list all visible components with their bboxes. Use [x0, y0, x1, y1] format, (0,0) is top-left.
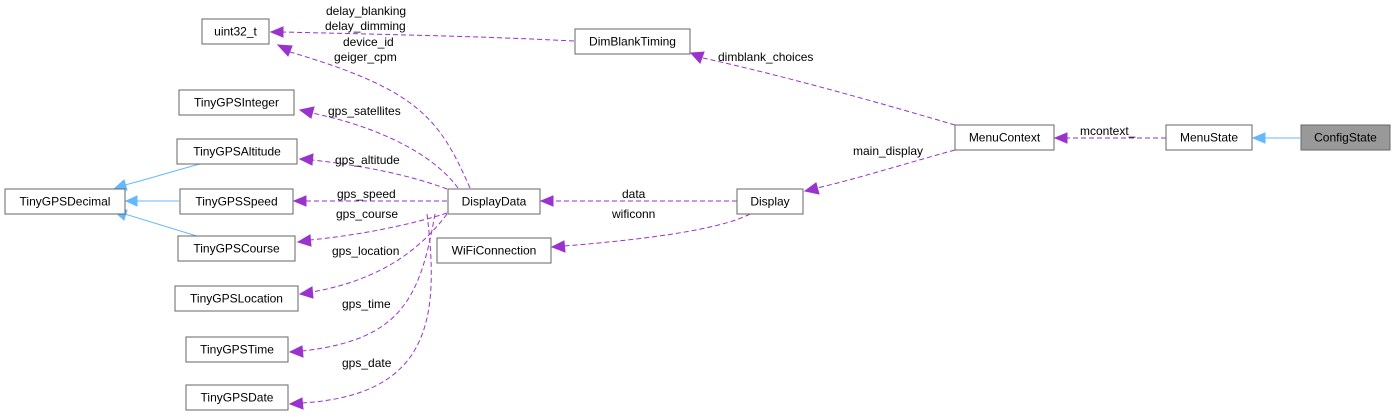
- arrowhead: [292, 195, 307, 207]
- edge-label-mcontext: mcontext_: [1080, 124, 1136, 138]
- edge-altitude-decimal: [124, 163, 201, 186]
- node-tinygpsdecimal[interactable]: TinyGPSDecimal: [4, 188, 126, 215]
- node-menustate[interactable]: MenuState: [1165, 124, 1253, 151]
- arrowhead: [124, 195, 138, 207]
- arrowhead: [296, 234, 312, 247]
- arrowhead: [539, 195, 554, 207]
- arrowhead: [1053, 132, 1068, 144]
- edge-label-gps-satellites: gps_satellites: [328, 104, 401, 118]
- node-label: TinyGPSDate: [201, 391, 274, 405]
- edge-label-delay-dimming: delay_dimming: [325, 19, 406, 33]
- node-label: TinyGPSLocation: [190, 292, 283, 306]
- edge-displaydata-tinygpsaltitude: [311, 159, 448, 190]
- edge-displaydata-tinygpstime: [301, 213, 436, 352]
- edge-label-gps-speed: gps_speed: [337, 187, 396, 201]
- node-label: TinyGPSInteger: [194, 96, 279, 110]
- node-tinygpsdate[interactable]: TinyGPSDate: [185, 384, 289, 411]
- edge-label-device-id: device_id: [343, 35, 394, 49]
- arrowhead: [550, 240, 566, 253]
- edge-display-wificonnection: [563, 213, 751, 247]
- node-label: MenuState: [1180, 131, 1238, 145]
- node-displaydata[interactable]: DisplayData: [447, 188, 541, 215]
- edge-label-gps-location: gps_location: [332, 244, 399, 258]
- node-label: TinyGPSAltitude: [193, 145, 281, 159]
- node-tinygpslocation[interactable]: TinyGPSLocation: [174, 285, 299, 312]
- arrowhead: [288, 397, 304, 410]
- edge-label-gps-time: gps_time: [342, 297, 391, 311]
- node-dimblanktiming[interactable]: DimBlankTiming: [574, 28, 691, 55]
- arrowhead: [298, 286, 314, 299]
- node-label: uint32_t: [214, 25, 257, 39]
- edge-course-decimal: [124, 213, 201, 238]
- arrowhead: [298, 106, 315, 119]
- node-tinygpscourse[interactable]: TinyGPSCourse: [177, 235, 296, 262]
- node-label: TinyGPSCourse: [193, 242, 280, 256]
- node-tinygpsaltitude[interactable]: TinyGPSAltitude: [176, 138, 298, 165]
- edge-label-gps-altitude: gps_altitude: [335, 153, 400, 167]
- edge-displaydata-tinygpslocation: [311, 213, 448, 293]
- node-uint32-t[interactable]: uint32_t: [201, 18, 270, 45]
- node-configstate[interactable]: ConfigState: [1300, 124, 1391, 151]
- node-wificonnection[interactable]: WiFiConnection: [436, 237, 552, 264]
- edge-label-gps-course: gps_course: [336, 207, 398, 221]
- arrowhead: [269, 26, 284, 38]
- arrowhead: [276, 44, 293, 57]
- arrowhead: [803, 182, 820, 195]
- arrowhead: [288, 345, 304, 358]
- edge-displaydata-tinygpsinteger: [311, 112, 459, 189]
- node-tinygpsspeed[interactable]: TinyGPSSpeed: [179, 188, 294, 215]
- node-menucontext[interactable]: MenuContext: [954, 124, 1055, 151]
- edge-label-geiger-cpm: geiger_cpm: [334, 50, 397, 64]
- node-label: TinyGPSSpeed: [195, 195, 277, 209]
- arrowhead: [689, 51, 705, 64]
- node-label: DisplayData: [462, 195, 527, 209]
- node-label: ConfigState: [1314, 131, 1377, 145]
- edge-label-dimblank-choices: dimblank_choices: [718, 50, 813, 64]
- edge-label-data: data: [622, 187, 646, 201]
- edge-label-delay-blanking: delay_blanking: [326, 4, 406, 18]
- arrowhead: [298, 153, 314, 166]
- node-label: DimBlankTiming: [589, 35, 676, 49]
- edge-dimblanktiming-uint32: [282, 31, 575, 42]
- edge-label-main-display: main_display: [853, 144, 923, 158]
- edge-displaydata-tinygpsdate: [301, 213, 432, 404]
- edge-displaydata-uint32: [289, 51, 471, 189]
- edge-menucontext-display: [816, 149, 956, 189]
- node-label: MenuContext: [969, 131, 1041, 145]
- node-label: Display: [750, 195, 789, 209]
- node-tinygpstime[interactable]: TinyGPSTime: [185, 336, 289, 363]
- node-label: WiFiConnection: [452, 244, 537, 258]
- node-tinygpsinteger[interactable]: TinyGPSInteger: [178, 89, 295, 116]
- edge-menucontext-dimblanktiming: [702, 57, 956, 126]
- edge-displaydata-tinygpscourse: [309, 212, 448, 241]
- arrowhead: [1251, 132, 1266, 144]
- edge-label-wificonn: wificonn: [611, 207, 655, 221]
- node-display[interactable]: Display: [736, 188, 804, 215]
- node-label: TinyGPSDecimal: [20, 195, 111, 209]
- edge-label-gps-date: gps_date: [342, 356, 392, 370]
- node-label: TinyGPSTime: [200, 343, 274, 357]
